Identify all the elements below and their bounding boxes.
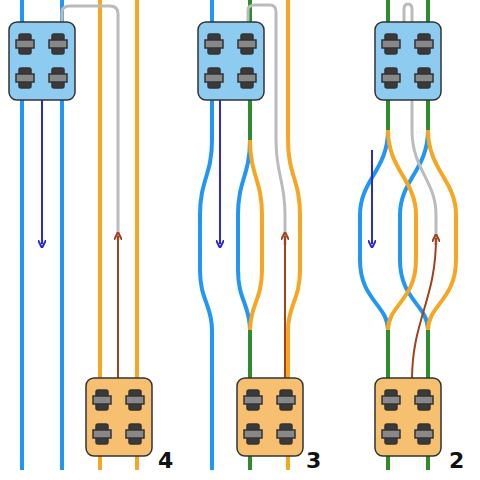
panel-number: 2 [449,450,464,472]
vehicles [9,22,441,456]
panel-number: 3 [306,450,321,472]
motion-arrows [42,100,436,380]
panel-three [200,0,300,470]
panel-two [360,0,456,470]
panel-number: 4 [158,450,173,472]
